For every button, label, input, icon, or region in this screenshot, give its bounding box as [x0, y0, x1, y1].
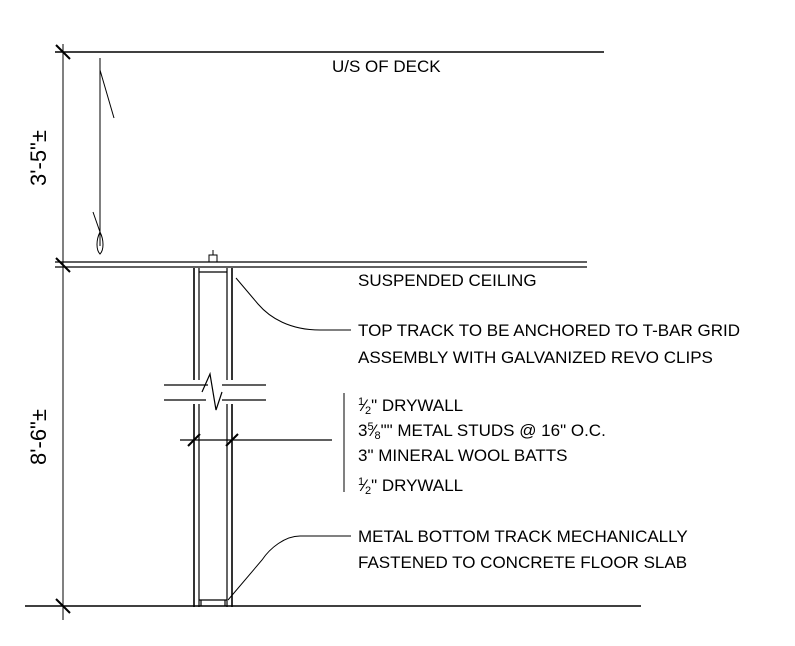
bottom-track-label-line-2: FASTENED TO CONCRETE FLOOR SLAB	[358, 553, 687, 572]
wall-section-ticks	[180, 433, 332, 447]
top-track-label-line-1: TOP TRACK TO BE ANCHORED TO T-BAR GRID	[358, 321, 740, 340]
stud-wall	[193, 268, 233, 607]
drywall-top-label: 1⁄2" DRYWALL	[358, 396, 463, 417]
break-line-symbol	[164, 371, 266, 411]
revo-clip	[208, 250, 218, 263]
metal-studs-label: 35⁄8"" METAL STUDS @ 16" O.C.	[358, 421, 606, 442]
drywall-bottom-label: 1⁄2" DRYWALL	[358, 476, 463, 497]
top-track-label-line-2: ASSEMBLY WITH GALVANIZED REVO CLIPS	[358, 348, 713, 367]
bottom-track-leader	[227, 535, 351, 601]
dimension-ticks	[55, 44, 71, 614]
deck-label: U/S OF DECK	[332, 57, 441, 76]
hanger-wire	[92, 58, 115, 255]
insulation-label: 3" MINERAL WOOL BATTS	[358, 446, 567, 465]
ceiling-label: SUSPENDED CEILING	[358, 271, 537, 290]
suspended-ceiling-lines	[55, 261, 587, 268]
top-track-leader	[235, 277, 351, 331]
upper-dimension-label: 3'-5"±	[26, 130, 51, 186]
lower-dimension-label: 8'-6"±	[26, 409, 51, 465]
bottom-track-label-line-1: METAL BOTTOM TRACK MECHANICALLY	[358, 527, 688, 546]
